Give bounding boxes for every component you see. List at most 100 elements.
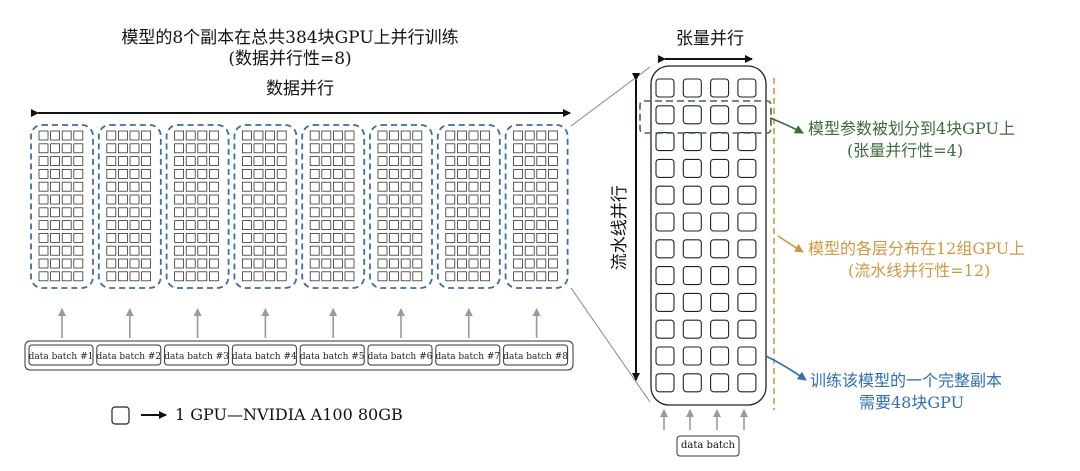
gpu-cell: [513, 156, 523, 167]
detail-gpu-cell: [682, 292, 702, 312]
gpu-cell: [480, 168, 491, 179]
gpu-cell: [536, 143, 547, 154]
gpu-cell: [548, 181, 558, 192]
gpu-cell: [548, 156, 558, 167]
detail-gpu-cell: [655, 158, 675, 178]
gpu-cell: [118, 258, 128, 269]
gpu-cell: [129, 143, 140, 154]
gpu-cell: [321, 194, 332, 205]
gpu-cell: [389, 156, 400, 167]
gpu-cell: [61, 207, 72, 218]
pipeline-note-line2: (流水线并行性=12): [848, 261, 991, 280]
gpu-cell: [480, 232, 491, 243]
pipeline-note-line1: 模型的各层分布在12组GPU上: [808, 239, 1026, 258]
gpu-cell: [344, 258, 355, 269]
gpu-cell: [276, 194, 287, 205]
gpu-cell: [309, 156, 320, 167]
detail-gpu-cell: [737, 105, 757, 125]
data-parallel-title-line2: (数据并行性=8): [228, 49, 352, 69]
gpu-cell: [38, 258, 49, 269]
gpu-cell: [265, 258, 276, 269]
gpu-cell: [536, 181, 547, 192]
gpu-cell: [468, 245, 479, 256]
detail-gpu-cell: [655, 239, 675, 259]
gpu-cell: [377, 258, 388, 269]
gpu-cell: [38, 245, 49, 256]
gpu-cell: [309, 168, 320, 179]
gpu-cell: [445, 258, 456, 269]
gpu-cell: [253, 258, 264, 269]
gpu-cell: [38, 156, 49, 167]
gpu-cell: [332, 258, 343, 269]
gpu-cell: [73, 245, 84, 256]
gpu-cell: [400, 245, 411, 256]
gpu-cell: [513, 130, 523, 141]
gpu-cell: [253, 220, 264, 231]
gpu-cell: [185, 220, 196, 231]
gpu-cell: [185, 271, 196, 282]
gpu-cell: [129, 168, 140, 179]
detail-gpu-cell: [655, 266, 675, 286]
gpu-cell: [332, 245, 343, 256]
gpu-cell: [309, 181, 320, 192]
gpu-cell: [241, 130, 252, 141]
gpu-cell: [524, 156, 535, 167]
gpu-cell: [389, 258, 400, 269]
gpu-cell: [241, 207, 252, 218]
detail-gpu-cell: [710, 266, 730, 286]
gpu-cell: [129, 220, 140, 231]
gpu-cell: [276, 271, 287, 282]
gpu-cell: [73, 271, 84, 282]
gpu-cell: [253, 181, 264, 192]
detail-gpu-cell: [710, 292, 730, 312]
gpu-cell: [445, 168, 456, 179]
gpu-cell: [524, 168, 535, 179]
detail-gpu-cell: [710, 105, 730, 125]
gpu-cell: [141, 232, 152, 243]
gpu-cell: [548, 232, 558, 243]
gpu-cell: [276, 258, 287, 269]
gpu-cell: [344, 245, 355, 256]
gpu-cell: [321, 232, 332, 243]
detail-gpu-cell: [737, 212, 757, 232]
detail-gpu-cell: [710, 346, 730, 366]
gpu-cell: [141, 220, 152, 231]
gpu-cell: [118, 194, 128, 205]
model-replica: [165, 124, 230, 289]
gpu-cell: [276, 130, 287, 141]
gpu-cell: [197, 181, 208, 192]
gpu-cell: [61, 181, 72, 192]
gpu-cell: [106, 143, 117, 154]
gpu-cell: [276, 207, 287, 218]
gpu-cell: [548, 220, 558, 231]
gpu-cell: [480, 156, 491, 167]
gpu-cell: [73, 143, 84, 154]
gpu-cell: [118, 232, 128, 243]
gpu-cell: [106, 168, 117, 179]
gpu-cell: [524, 220, 535, 231]
gpu-cell: [141, 130, 152, 141]
gpu-cell: [118, 181, 128, 192]
gpu-cell: [174, 232, 185, 243]
gpu-cell: [241, 232, 252, 243]
gpu-cell: [468, 156, 479, 167]
gpu-cell: [118, 130, 128, 141]
gpu-cell: [185, 143, 196, 154]
gpu-cell: [253, 194, 264, 205]
gpu-cell: [185, 207, 196, 218]
replica-outline: [504, 124, 569, 289]
replica-outline: [436, 124, 501, 289]
detail-gpu-cell: [737, 78, 757, 98]
gpu-cell: [241, 181, 252, 192]
gpu-cell: [412, 207, 423, 218]
gpu-cell: [50, 271, 60, 282]
gpu-cell: [445, 220, 456, 231]
gpu-cell: [548, 143, 558, 154]
replica-outline: [97, 124, 162, 289]
gpu-cell: [61, 245, 72, 256]
gpu-cell: [265, 130, 276, 141]
gpu-cell: [468, 232, 479, 243]
gpu-cell: [276, 181, 287, 192]
gpu-cell: [265, 232, 276, 243]
gpu-cell: [412, 258, 423, 269]
